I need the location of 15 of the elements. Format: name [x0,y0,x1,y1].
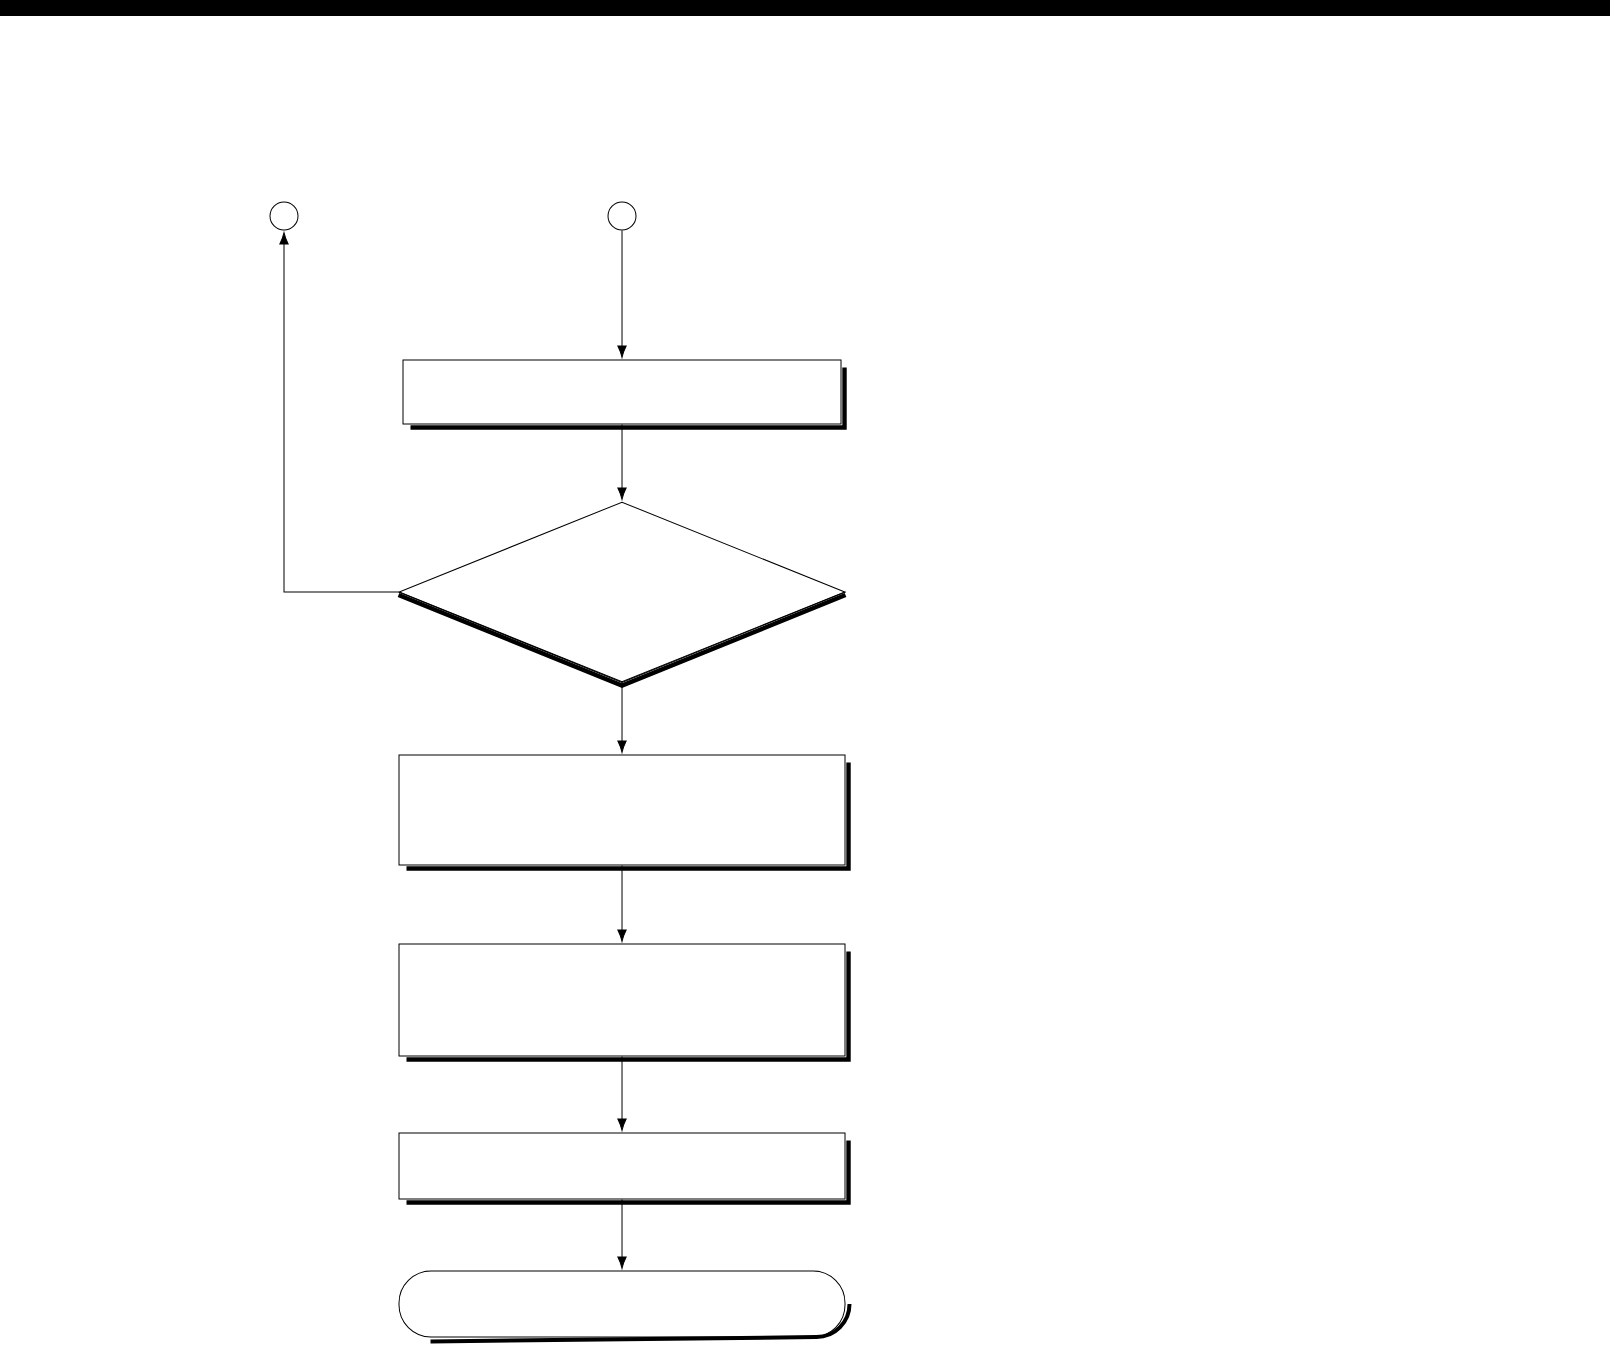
arrow [617,1199,627,1269]
box [398,943,851,1062]
terminal-box [398,1270,852,1344]
arrow [617,1056,627,1131]
decision-diamond [397,501,847,688]
box [398,1132,851,1205]
box [402,359,847,430]
arrow [617,682,627,753]
arrow [617,424,627,500]
arrow [617,230,627,358]
connector-circle [269,201,299,231]
box [398,754,851,871]
arrow [279,232,399,593]
connector-circle [607,201,637,231]
arrow [617,865,627,942]
